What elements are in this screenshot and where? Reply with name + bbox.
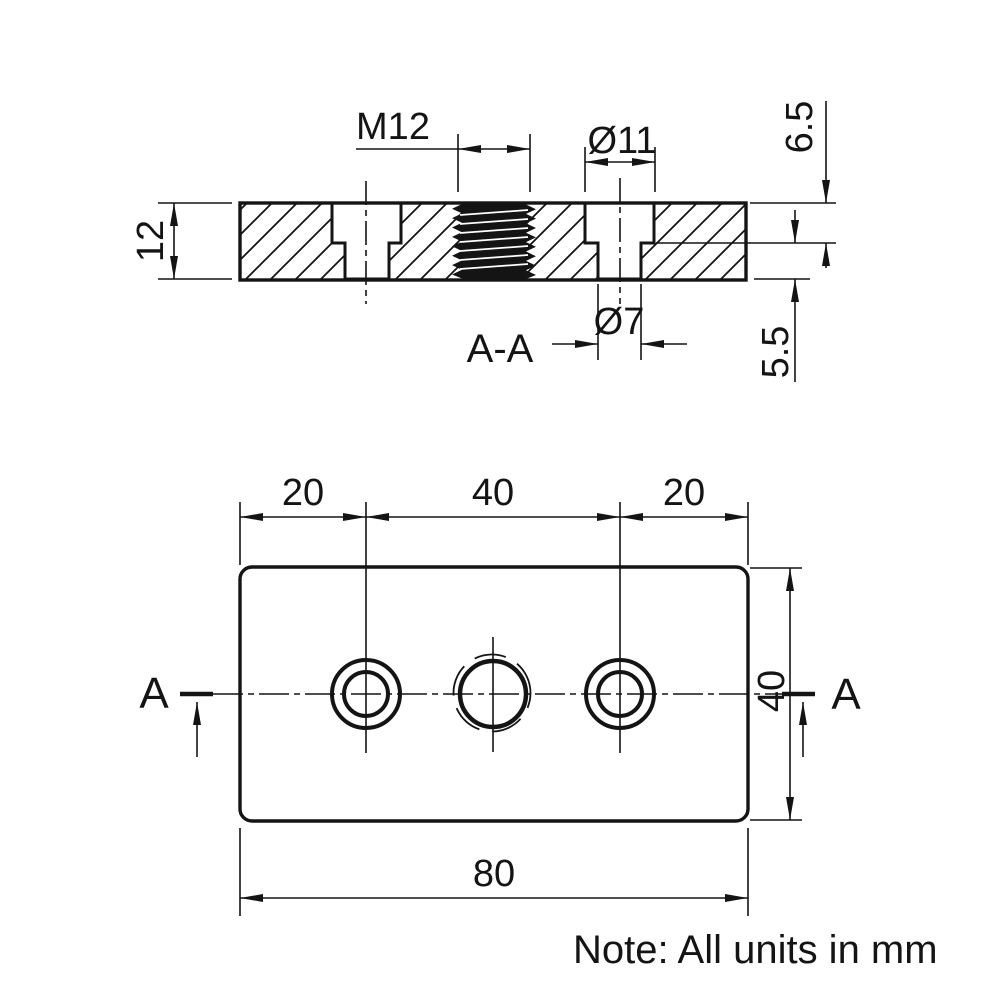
dim-counterbore-dia-text: Ø11	[587, 120, 656, 162]
right-hole-through-circle	[596, 670, 644, 718]
dim-through-dia-text: Ø7	[594, 301, 645, 343]
dim-through-depth-text: 5.5	[755, 326, 797, 379]
section-thread-m12	[452, 204, 536, 279]
dim-plate-height-text: 40	[751, 670, 793, 712]
dim-thread-text: M12	[356, 106, 430, 148]
section-cutting-line: A A	[139, 669, 861, 757]
dim-plate-width	[239, 828, 749, 916]
dim-counterbore-dia	[584, 147, 656, 192]
center-thread-minor-circle	[457, 658, 529, 730]
dim-counterbore-depth-text: 6.5	[779, 101, 821, 154]
plan-view: A A 20 40 20 40	[139, 472, 861, 916]
section-view: 12 M12 Ø11 Ø7 6	[130, 101, 836, 382]
section-marker-right: A	[831, 670, 861, 719]
dim-thickness	[158, 202, 232, 280]
dim-top-chain	[239, 502, 749, 565]
units-note: Note: All units in mm	[573, 928, 938, 972]
section-marker-left: A	[139, 669, 169, 718]
dim-left-offset-text: 20	[282, 472, 324, 514]
right-hole-counterbore-circle	[584, 658, 656, 730]
dim-right-offset-text: 20	[663, 472, 705, 514]
dim-plate-height	[750, 567, 802, 821]
section-view-label: A-A	[467, 327, 534, 371]
dim-through-depth	[754, 210, 810, 382]
dim-counterbore-depth	[656, 101, 836, 268]
dim-thickness-text: 12	[130, 220, 172, 262]
section-centerlines	[365, 178, 621, 304]
dim-hole-spacing-text: 40	[472, 472, 514, 514]
center-thread-major-circle	[452, 653, 532, 733]
thread-helix-lines	[459, 209, 529, 270]
dim-thread	[356, 134, 531, 192]
dim-through-dia	[552, 284, 687, 360]
left-hole-counterbore-circle	[330, 658, 402, 730]
dim-plate-width-text: 80	[473, 853, 515, 895]
plan-holes	[330, 653, 656, 733]
left-hole-through-circle	[342, 670, 390, 718]
section-plate-outline	[238, 201, 748, 282]
